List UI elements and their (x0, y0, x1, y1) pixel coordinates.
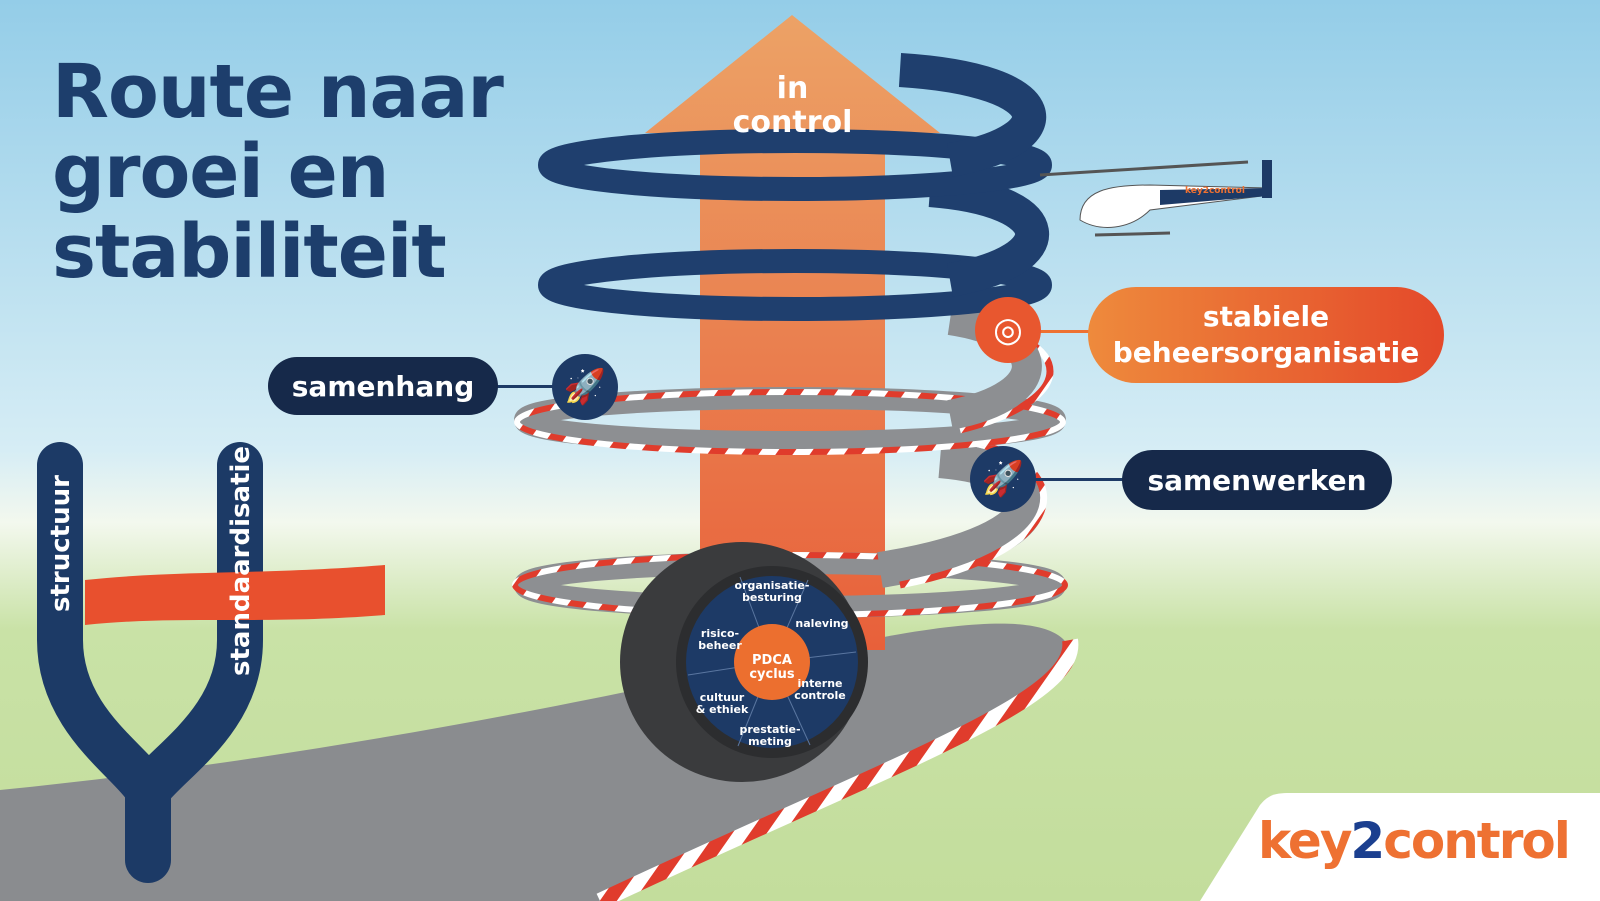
wheel-segment: cultuur & ethiek (695, 691, 749, 716)
connector (1035, 330, 1095, 333)
wheel-segment: risico- beheer (698, 627, 742, 652)
pdca-line: PDCA (752, 653, 792, 668)
helicopter (1039, 160, 1272, 237)
logo-background (1200, 793, 1600, 901)
wheel-segment: prestatie- meting (739, 723, 801, 748)
logo-part: control (1383, 812, 1571, 870)
helicopter-logo-text: key2control (1185, 186, 1245, 196)
arrow-label-line: in (776, 71, 809, 106)
rocket-icon: 🚀 (970, 446, 1036, 512)
connector (1030, 478, 1125, 481)
samenwerken-label: samenwerken (1122, 450, 1392, 510)
wheel-segment: interne controle (794, 677, 846, 702)
fork-label-structuur: structuur (46, 475, 76, 612)
title-line: Route naar (52, 49, 504, 135)
page-title: Route naar groei en stabiliteit (52, 49, 504, 295)
title-line: stabiliteit (52, 209, 447, 295)
label-line: beheersorganisatie (1112, 336, 1420, 369)
label-line: stabiele (1202, 300, 1330, 333)
fork (37, 442, 385, 883)
samenhang-label: samenhang (268, 357, 498, 415)
logo-part: key (1258, 812, 1352, 870)
pdca-wheel (620, 542, 868, 782)
connector (495, 385, 555, 388)
logo-part: 2 (1350, 812, 1385, 870)
arrow-label-line: control (732, 105, 853, 140)
target-icon: ◎ (975, 297, 1041, 363)
arrow-label: in control (700, 72, 885, 140)
pdca-center: PDCA cyclus (732, 654, 812, 682)
title-line: groei en (52, 129, 389, 215)
wheel-segment: naleving (795, 617, 849, 630)
fork-label-standaardisatie: standaardisatie (226, 445, 256, 676)
rocket-icon: 🚀 (552, 354, 618, 420)
stabiele-beheersorganisatie-label: stabiele beheersorganisatie (1088, 287, 1444, 383)
wheel-segment: organisatie- besturing (734, 579, 810, 604)
in-control-arrow (645, 15, 940, 650)
key2control-logo: key2control (1258, 812, 1571, 870)
pdca-line: cyclus (749, 667, 795, 682)
